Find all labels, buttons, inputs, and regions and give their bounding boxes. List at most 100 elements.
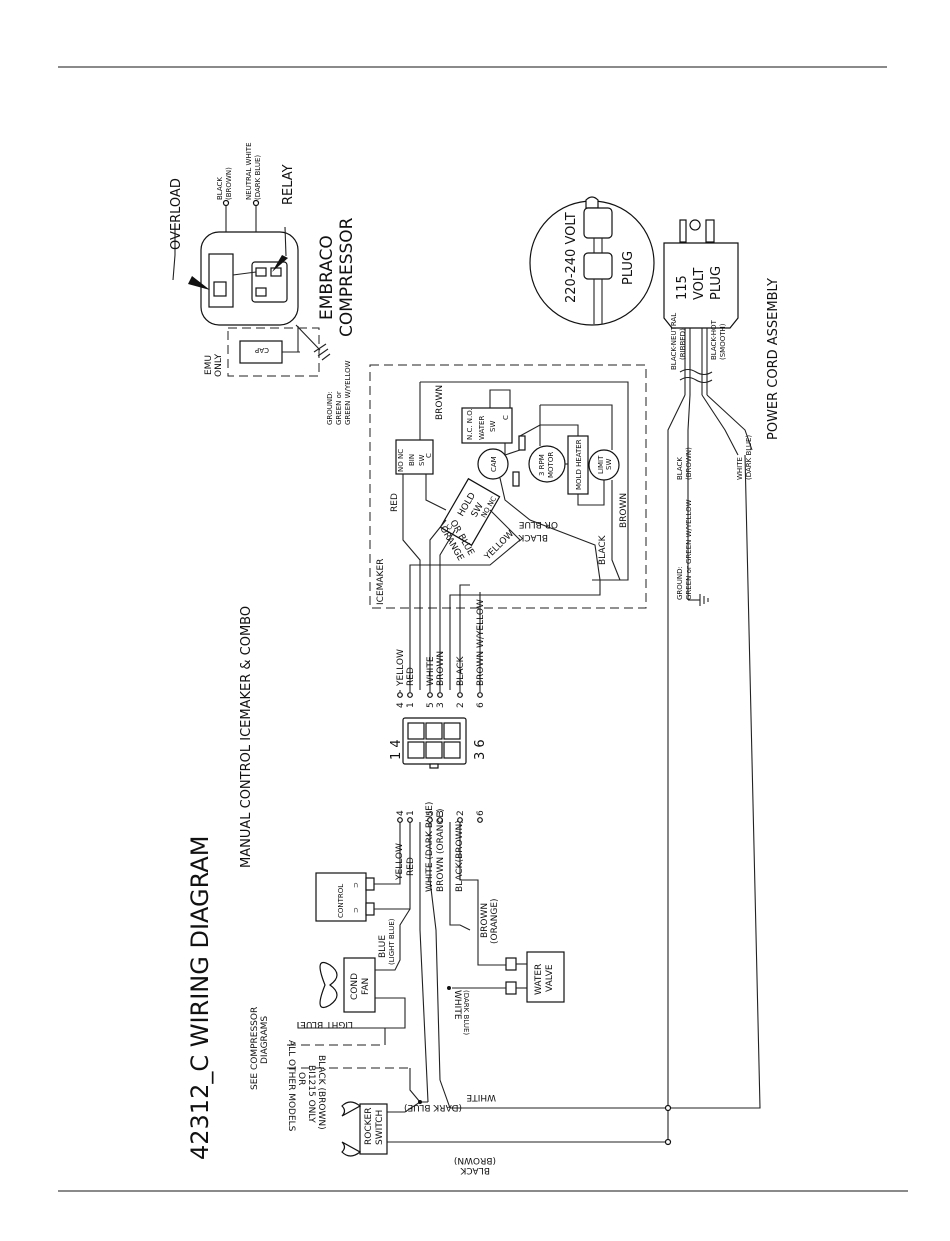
cord-dark-blue-label: (DARK BLUE)	[745, 435, 753, 480]
diagram-subtitle: MANUAL CONTROL ICEMAKER & COMBO	[239, 606, 254, 868]
relay-terminal-2	[255, 287, 267, 297]
control-glyph-1: ⊃	[352, 882, 360, 888]
bin-sw-c: C	[425, 453, 433, 458]
plug-115-hot-blade	[705, 219, 715, 243]
compressor-group: OVERLOAD RELAY BLACK (BROWN) NEUTRAL WHI…	[169, 142, 357, 425]
control-glyph-2: ⊃	[352, 907, 360, 913]
plug-115-group: 115 VOLT PLUG BLACK-NEUTRAL (RIBBED) BLA…	[663, 219, 781, 1109]
plug-115-label-2: VOLT	[692, 268, 707, 300]
motor-label: MOTOR	[547, 452, 555, 478]
connector-wire-label: BROWN	[436, 651, 446, 686]
connector-latch	[429, 763, 439, 769]
smooth-label: (SMOOTH)	[719, 323, 727, 360]
black-wire-label: BLACK	[598, 534, 608, 565]
white-dark-blue-label-1: (DARK BLUE)	[404, 1102, 462, 1112]
compressor-label: COMPRESSOR	[337, 217, 357, 337]
cond-fan-box	[343, 957, 376, 1013]
cond-label: COND	[350, 973, 360, 1000]
relay-arrow	[272, 255, 288, 272]
connector-pin-number: 2	[456, 702, 466, 708]
connector-pin-3	[443, 722, 461, 740]
bin-sw-label: BIN	[408, 454, 416, 466]
bin-sw-no-nc: NO NC	[397, 449, 405, 472]
cam-label: CAM	[490, 456, 498, 472]
control-wire-brown: BROWN (ORANGE)	[436, 808, 446, 892]
overload-box	[208, 253, 234, 308]
splice-black	[664, 1138, 672, 1146]
control-wire-yellow: YELLOW	[395, 843, 405, 881]
rocker-switch-box	[359, 1103, 388, 1155]
water-sw-c: C	[502, 415, 510, 420]
connector-wire-label: WHITE	[426, 656, 436, 686]
white-dark-blue-label-2: WHITE	[466, 1092, 496, 1102]
diagram-title: 42312_C WIRING DIAGRAM	[186, 836, 214, 1160]
relay-terminal-3	[270, 267, 282, 277]
emu-dashed-box	[227, 327, 320, 377]
connector-terminal-4	[397, 692, 403, 698]
bin-switch-box	[395, 439, 434, 475]
cord-white-label: WHITE	[736, 457, 744, 480]
control-terminal-2	[365, 902, 375, 916]
water-sw-nc-no: N.C. N.O.	[466, 408, 474, 440]
plug-220-group: 220-240 VOLT PLUG	[529, 196, 655, 326]
water-valve-group: WATER VALVE BROWN (ORANGE) WHITE (DARK B…	[447, 898, 565, 1035]
water-sw-label: WATER	[478, 416, 486, 440]
control-terminal-5	[427, 817, 433, 823]
embraco-label: EMBRACO	[317, 235, 337, 320]
black-or-blue-label: BLACK	[517, 532, 548, 542]
connector-pin-2	[425, 722, 443, 740]
plug-220-top-pin	[585, 196, 599, 209]
fan-label: FAN	[361, 978, 371, 995]
control-pin-number: 2	[456, 810, 466, 816]
cond-fan-group: COND FAN BLUE (LIGHT BLUE) LIGHT BLUE	[297, 908, 411, 1029]
connector-pin-4	[407, 741, 425, 759]
black-neutral-label: BLACK-NEUTRAL	[670, 313, 678, 370]
cap-label: CAP	[255, 346, 269, 354]
connector-terminal-1	[407, 692, 413, 698]
water-sw-sw: SW	[489, 421, 497, 432]
only-label: ONLY	[214, 353, 224, 377]
overload-label: OVERLOAD	[169, 178, 184, 250]
cord-brown-label: (BROWN)	[685, 447, 693, 480]
or-blue-label-2: OR BLUE	[518, 519, 558, 529]
connector-pin-number: 6	[476, 702, 486, 708]
rocker-bottom-icon	[341, 1141, 362, 1157]
control-pin-number: 3	[436, 810, 446, 816]
ground-label: GROUND:	[326, 391, 334, 425]
control-terminal-1	[407, 817, 413, 823]
cord-ground-color-label: GREEN or GREEN W/YELLOW	[685, 499, 693, 600]
control-terminal-3	[437, 817, 443, 823]
power-cord-title: POWER CORD ASSEMBLY	[766, 278, 781, 440]
plug-115-label-1: 115	[675, 275, 690, 300]
connector-terminal-3	[437, 692, 443, 698]
ground-green-yellow-label: GREEN W/YELLOW	[344, 360, 352, 425]
plug-220-volt-label: 220-240 VOLT	[564, 212, 579, 303]
valve-terminal-2	[505, 981, 517, 995]
cam	[477, 448, 509, 480]
control-terminal-2	[457, 817, 463, 823]
plug-115-ground-pin	[689, 219, 701, 231]
connector-wire-label: RED	[406, 667, 416, 686]
brown-right-label: BROWN	[619, 493, 629, 528]
connector-terminal-5	[427, 692, 433, 698]
control-label: CONTROL	[337, 884, 345, 918]
connector-terminal-2	[457, 692, 463, 698]
hold-sw-c: C	[445, 523, 454, 531]
motor-rpm-label: 3 RPM	[538, 454, 546, 476]
water-valve-label-2: VALVE	[545, 964, 555, 992]
fan-blade-icon	[319, 961, 338, 1009]
connector-wire-label: BLACK	[456, 655, 466, 686]
cord-ground-label: GROUND:	[676, 566, 684, 600]
control-wire-white: WHITE (DARK BLUE)	[425, 802, 435, 892]
icemaker-label: ICEMAKER	[376, 559, 386, 605]
connector-pin-number: 5	[426, 702, 436, 708]
connector-wire-label: BROWN W/YELLOW	[476, 599, 486, 686]
valve-junction	[447, 986, 451, 990]
control-terminal-6	[477, 817, 483, 823]
connector-pin-1	[407, 722, 425, 740]
valve-dark-blue-label: (DARK BLUE)	[462, 990, 470, 1035]
valve-white-label: WHITE	[452, 990, 462, 1020]
brown-label: (BROWN)	[225, 167, 233, 200]
